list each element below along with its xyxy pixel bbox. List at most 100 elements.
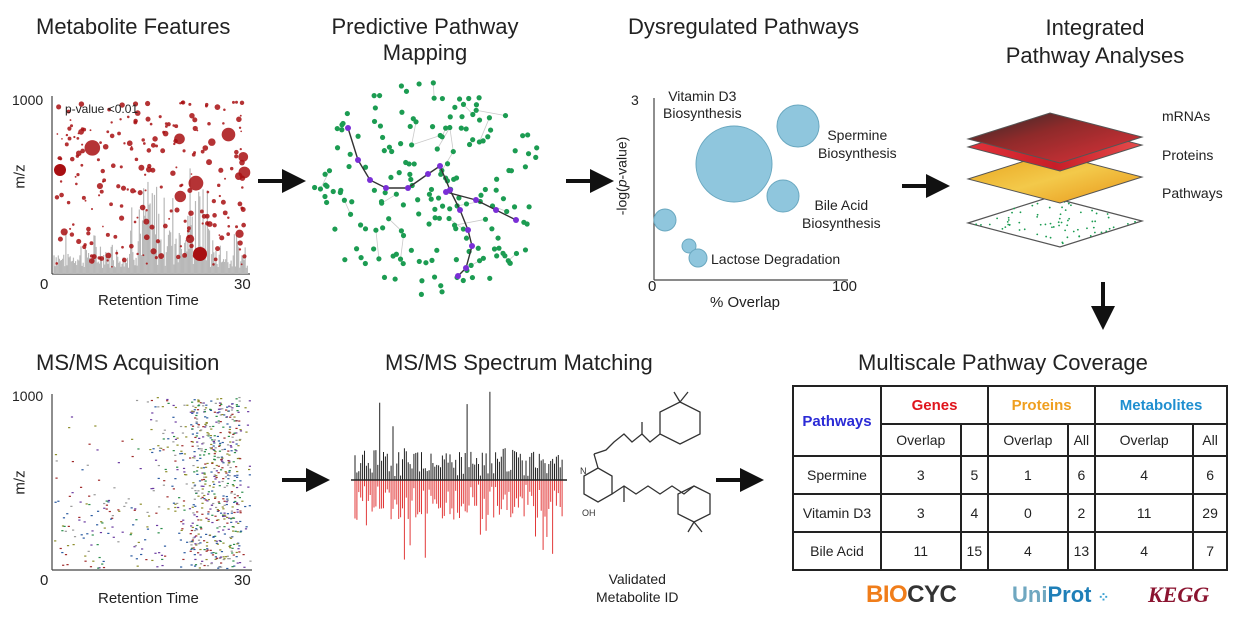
msms-scan [196, 511, 199, 513]
msms-scan [90, 514, 93, 517]
feature-point [223, 108, 226, 112]
msms-scan [216, 508, 219, 511]
network-edge [375, 230, 380, 259]
feature-point [188, 210, 194, 216]
msms-scan [212, 481, 215, 483]
msms-scan [216, 412, 220, 414]
feature-point [133, 220, 137, 224]
msms-scan [166, 400, 169, 402]
pathway-layer-dot [1092, 226, 1095, 229]
msms-scan [217, 465, 220, 467]
network-node [439, 95, 445, 102]
msms-scan [210, 552, 213, 554]
msms-scan [228, 558, 231, 560]
cell: 4 [959, 493, 990, 533]
msms-scan [210, 504, 214, 506]
feature-point [166, 122, 171, 127]
msms-scan [230, 446, 233, 448]
msms-scan [98, 556, 101, 559]
msms-scan [182, 558, 185, 561]
feature-point [55, 262, 59, 265]
msms-scan [218, 539, 221, 542]
msms-scan [229, 432, 232, 434]
msms-scan [223, 512, 226, 514]
validated-caption-1: Validated [608, 571, 666, 587]
pathway-layer-dot [1072, 230, 1075, 233]
pathway-layer-dot [1061, 242, 1064, 245]
acq-xlabel: Retention Time [98, 590, 199, 607]
network-node [407, 123, 413, 130]
feature-point [126, 140, 133, 147]
msms-scan [117, 462, 120, 464]
msms-scan [236, 509, 239, 511]
mrnas-layer [966, 112, 1144, 164]
msms-scan [235, 476, 239, 478]
msms-scan [228, 475, 231, 477]
network-node [386, 216, 392, 222]
msms-scan [198, 567, 201, 569]
network-node [382, 190, 388, 196]
integrated-title: Integrated Pathway Analyses [980, 14, 1210, 70]
network-edge [388, 218, 402, 232]
feature-point [192, 125, 198, 132]
msms-scan [195, 470, 199, 472]
feature-point [196, 129, 199, 132]
feature-point [234, 154, 239, 159]
network-node [525, 151, 532, 157]
msms-scan [232, 560, 235, 562]
msms-scan [241, 500, 244, 502]
feature-point [237, 240, 243, 246]
msms-scan [61, 525, 65, 527]
network-node [326, 168, 333, 174]
feature-point [57, 156, 62, 161]
network-node [507, 260, 513, 266]
pathway-node [457, 207, 463, 213]
msms-scan [235, 450, 238, 452]
msms-scan [70, 416, 74, 418]
network-edge [320, 170, 330, 190]
cell: 0 [987, 493, 1069, 533]
msms-scan [160, 447, 163, 449]
pathway-layer-dot [1093, 231, 1096, 234]
msms-scan [229, 445, 232, 447]
msms-scan [233, 493, 236, 495]
pathway-layer-dot [1059, 213, 1062, 216]
network-edge [454, 218, 486, 226]
msms-scan [102, 566, 106, 569]
msms-scan [206, 549, 209, 551]
msms-scan [156, 566, 159, 568]
network-node [431, 274, 438, 280]
feature-point [116, 184, 121, 189]
msms-scan [230, 409, 234, 411]
msms-scan [235, 439, 238, 441]
msms-scan [181, 445, 184, 447]
network-node [508, 168, 515, 174]
msms-scan [228, 454, 231, 456]
msms-scan [146, 526, 149, 528]
feature-point [218, 234, 221, 236]
msms-scan [199, 430, 202, 432]
feature-point [193, 247, 207, 261]
cell: 3 [880, 455, 962, 495]
pathway-layer-dot [1100, 231, 1103, 234]
feature-point [86, 226, 91, 232]
feature-point [110, 163, 116, 169]
msms-scan [223, 558, 226, 560]
feature-point [129, 147, 134, 151]
msms-scan [229, 466, 232, 469]
feature-point [120, 185, 127, 191]
feature-point [89, 241, 94, 246]
msms-scan [167, 402, 170, 404]
msms-scan [237, 445, 240, 447]
pathway-node [425, 171, 431, 177]
network-node [371, 246, 377, 252]
msms-scan [207, 518, 210, 521]
msms-scan [191, 433, 194, 435]
feature-point [102, 225, 104, 228]
msms-scan [191, 445, 194, 447]
msms-scan [197, 539, 201, 541]
network-edge [411, 135, 441, 146]
pathway-edge [439, 165, 451, 191]
network-node [379, 200, 385, 206]
msms-scan [236, 470, 239, 473]
